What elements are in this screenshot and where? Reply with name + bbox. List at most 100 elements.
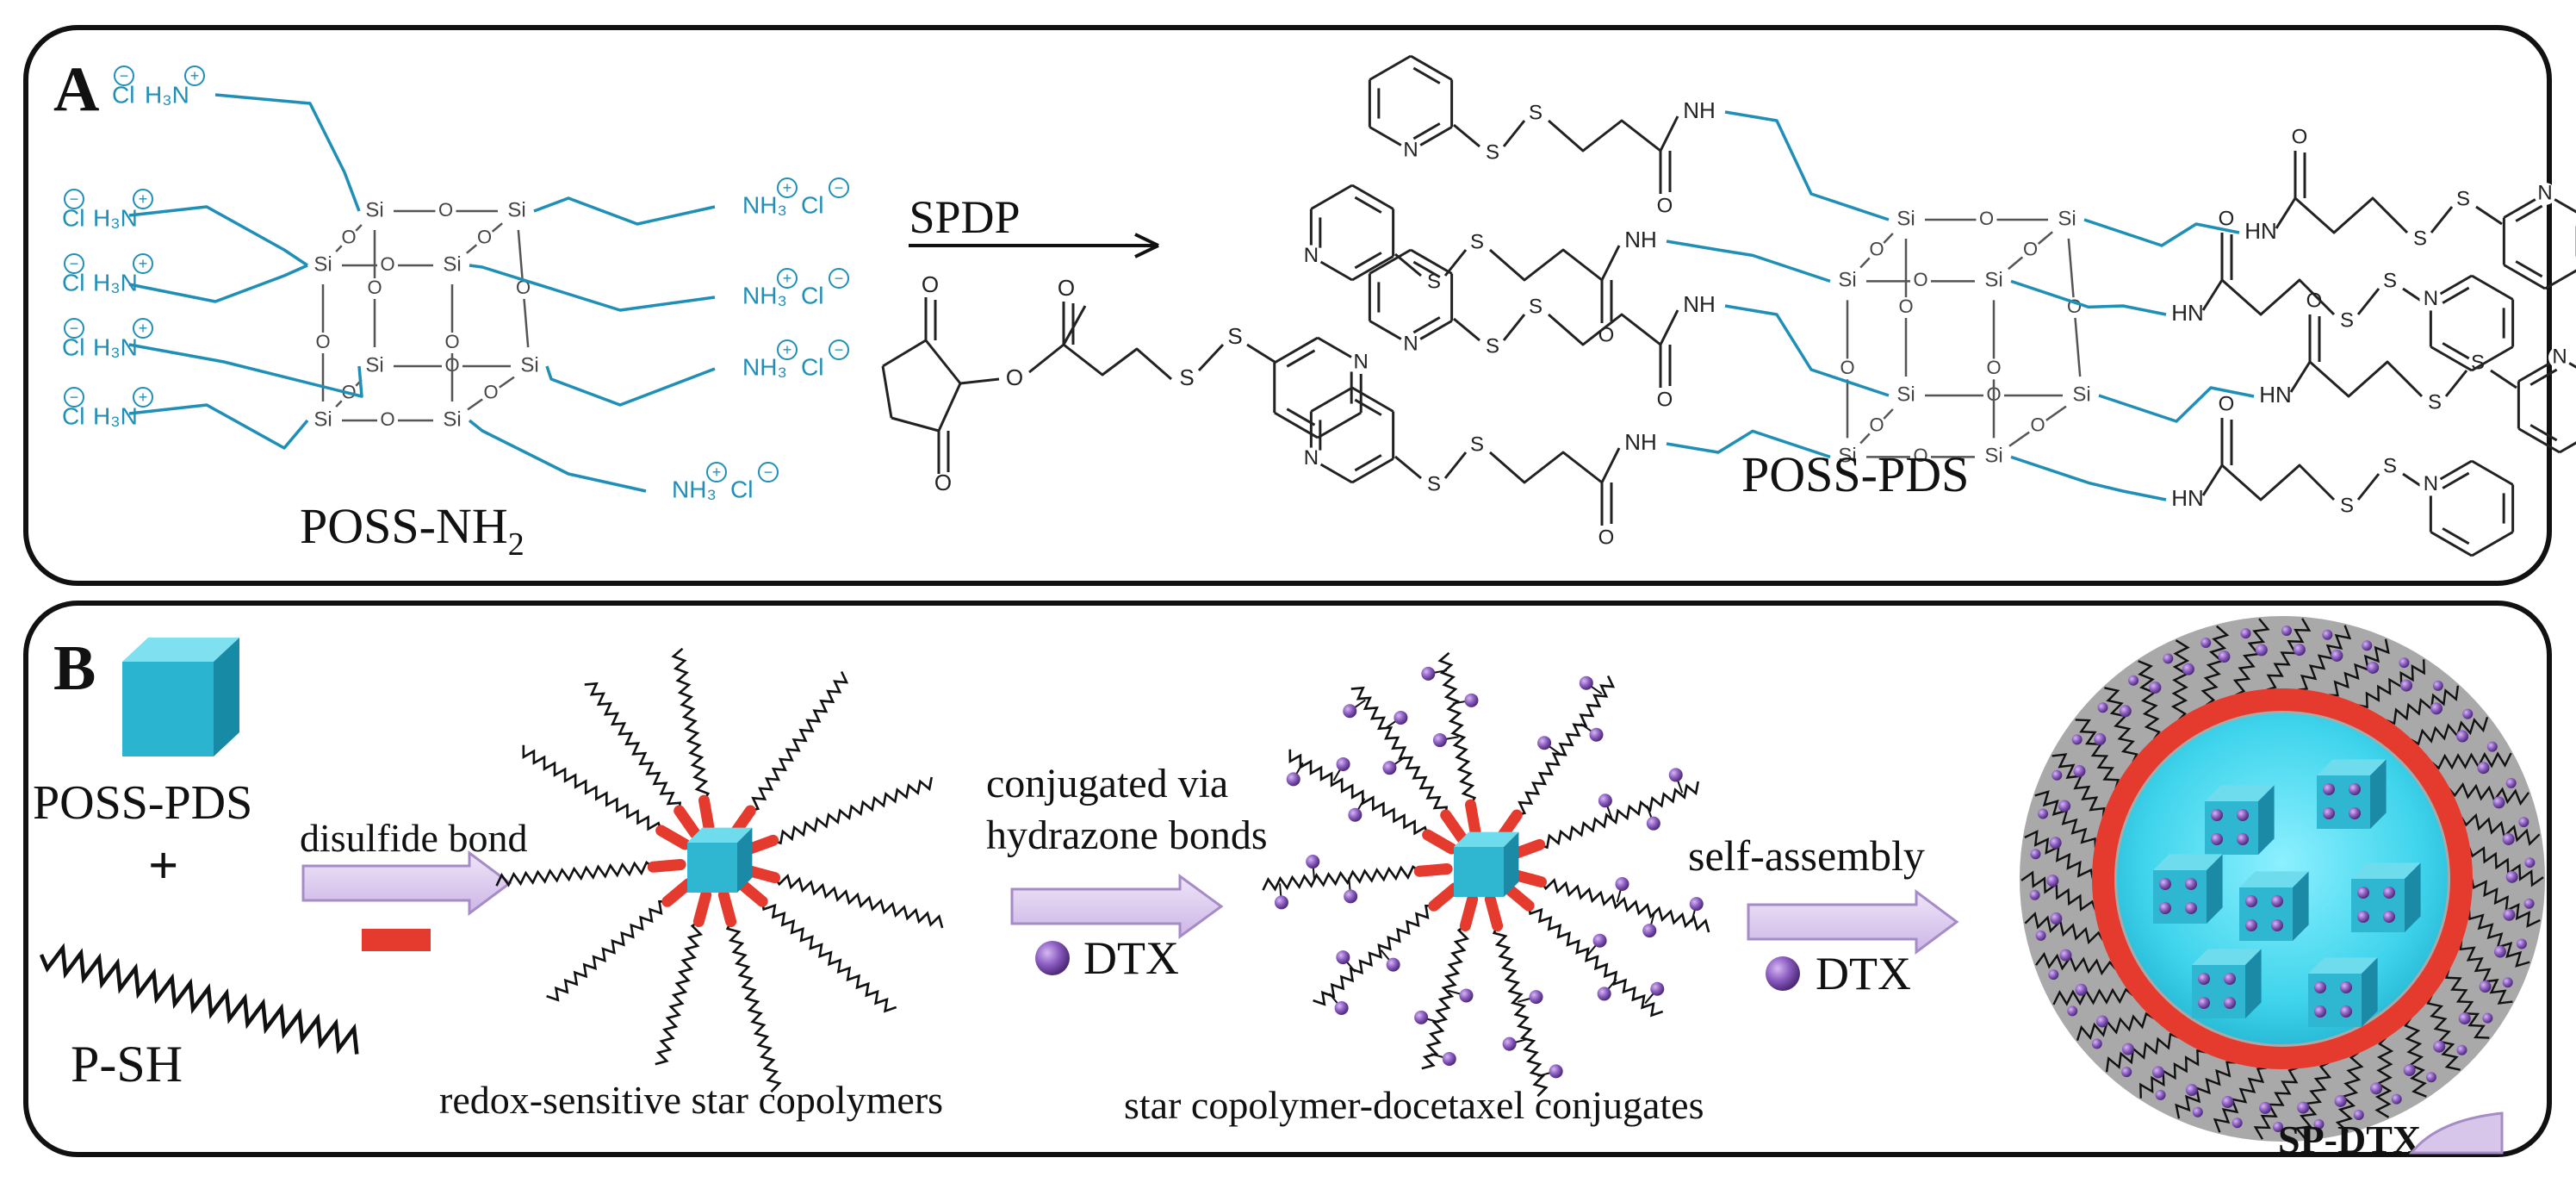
- dtx-molecule: [2224, 997, 2236, 1009]
- dtx-molecule: [2403, 1064, 2416, 1077]
- propyl-linker: [1724, 110, 1890, 221]
- silicon-atom: Si: [313, 252, 332, 276]
- negative-charge-icon: −: [758, 462, 779, 482]
- bond: [2045, 405, 2067, 421]
- charge-sign: +: [139, 255, 148, 272]
- pyridine-ring: N: [2517, 345, 2576, 454]
- bond-chain: [1489, 451, 1603, 484]
- bond: [1443, 451, 1468, 479]
- charge-sign: −: [70, 190, 79, 208]
- silicon-atom: Si: [1896, 207, 1915, 230]
- oxygen-atom: O: [341, 226, 356, 247]
- corona-chain: [2461, 812, 2541, 846]
- oxygen-atom: O: [1840, 357, 1854, 378]
- bond: [2490, 369, 2517, 389]
- dtx-molecule: [1598, 794, 1612, 808]
- silicon-atom: Si: [313, 408, 332, 431]
- negative-charge-icon: −: [829, 268, 849, 289]
- corona-chain: [2459, 940, 2513, 1005]
- dtx-molecule: [2259, 1101, 2272, 1114]
- silicon-atom: Si: [443, 408, 461, 431]
- dtx-molecule: [1529, 990, 1543, 1005]
- dtx-molecule: [2456, 1044, 2467, 1055]
- aminopropyl-arm: [469, 264, 716, 312]
- dtx-molecule: [2051, 769, 2063, 781]
- panel-a: A OOOOOOOOOOOOSiSiSiSiSiSiSiSiCl−H₃N+Cl−…: [23, 25, 2576, 586]
- bond: [2430, 206, 2454, 233]
- charge-sign: −: [120, 67, 129, 84]
- dtx-molecule: [2425, 1072, 2436, 1083]
- dtx-molecule: [2128, 675, 2139, 686]
- bond-chain: [2221, 464, 2336, 501]
- dtx-molecule: [2095, 1015, 2108, 1028]
- ester-oxygen: O: [1006, 364, 1023, 390]
- ammonium-label: NH₃: [742, 282, 787, 308]
- dtx-molecule: [2370, 1082, 2383, 1095]
- nitrogen-atom: N: [2552, 345, 2567, 368]
- bond-chain: [2294, 196, 2409, 234]
- red-linker-icon: [362, 929, 431, 951]
- sulfur-atom: S: [2428, 390, 2442, 414]
- bond: [2289, 361, 2312, 393]
- dtx-molecule: [2097, 702, 2108, 713]
- dtx-molecule: [2433, 1040, 2446, 1053]
- nitrogen-atom: N: [2537, 181, 2552, 204]
- corona-chain: [2105, 1032, 2180, 1073]
- disulfide-linker: [1509, 868, 1548, 888]
- bond: [1351, 458, 1394, 484]
- dtx-molecule: [1343, 704, 1357, 719]
- carbonyl-oxygen: O: [1657, 194, 1673, 217]
- oxygen-atom: O: [1986, 357, 2001, 378]
- silicon-atom: Si: [520, 353, 538, 377]
- bond-chain: [2309, 360, 2424, 398]
- dtx-molecule: [2518, 817, 2529, 828]
- propyl-linker: [2010, 279, 2167, 316]
- corona-chain: [2358, 659, 2425, 709]
- poss-pds-label: POSS-PDS: [33, 776, 252, 830]
- oxygen-atom: O: [1869, 414, 1884, 436]
- oxygen-atom: O: [1898, 296, 1913, 317]
- disulfide-linker: [1440, 809, 1468, 844]
- ammonium-chloride-group: Cl−H₃N+: [62, 253, 153, 296]
- conjugate-label: star copolymer-docetaxel conjugates: [1124, 1083, 1704, 1127]
- oxygen-atom: O: [483, 381, 498, 402]
- ammonium-chloride-group: Cl−H₃N+: [62, 189, 153, 231]
- positive-charge-icon: +: [777, 339, 798, 360]
- bond: [1197, 343, 1225, 372]
- sulfur-atom: S: [1470, 433, 1484, 456]
- negative-charge-icon: −: [114, 65, 134, 86]
- dtx-molecule: [1668, 768, 1683, 782]
- dtx-molecule: [1414, 1010, 1429, 1024]
- dtx-molecule: [1502, 1036, 1517, 1051]
- dtx-molecule: [2505, 777, 2517, 788]
- carbonyl-oxygen: O: [2292, 125, 2308, 148]
- disulfide-linker: [742, 864, 781, 884]
- dtx-molecule: [2383, 911, 2395, 923]
- panel-b-letter: B: [53, 633, 96, 704]
- negative-charge-icon: −: [64, 387, 84, 408]
- polymer-arm: [773, 776, 933, 845]
- sulfur-atom: S: [1427, 472, 1441, 495]
- silicon-atom: Si: [507, 198, 525, 221]
- propyl-linker: [2083, 218, 2240, 247]
- positive-charge-icon: +: [133, 189, 153, 209]
- corona-chain: [2052, 987, 2134, 1006]
- dtx-molecule: [2185, 878, 2197, 890]
- dtx-molecule: [2314, 981, 2326, 993]
- sulfur-atom: S: [1227, 323, 1242, 349]
- dtx-molecule: [2198, 973, 2210, 985]
- pyridine-ring: N: [2419, 459, 2515, 557]
- dtx-molecule: [2255, 644, 2268, 657]
- negative-charge-icon: −: [64, 318, 84, 339]
- poss-cube: [687, 827, 753, 893]
- chloride-label: Cl: [801, 353, 823, 380]
- corona-chain: [2426, 994, 2461, 1071]
- dtx-molecule: [1464, 693, 1479, 707]
- oxygen-atom: O: [1913, 445, 1927, 466]
- oxygen-atom: O: [438, 199, 453, 221]
- dtx-molecule: [2271, 895, 2283, 907]
- silicon-atom: Si: [443, 252, 461, 276]
- charge-sign: −: [70, 389, 79, 406]
- silicon-atom: Si: [1984, 445, 2002, 468]
